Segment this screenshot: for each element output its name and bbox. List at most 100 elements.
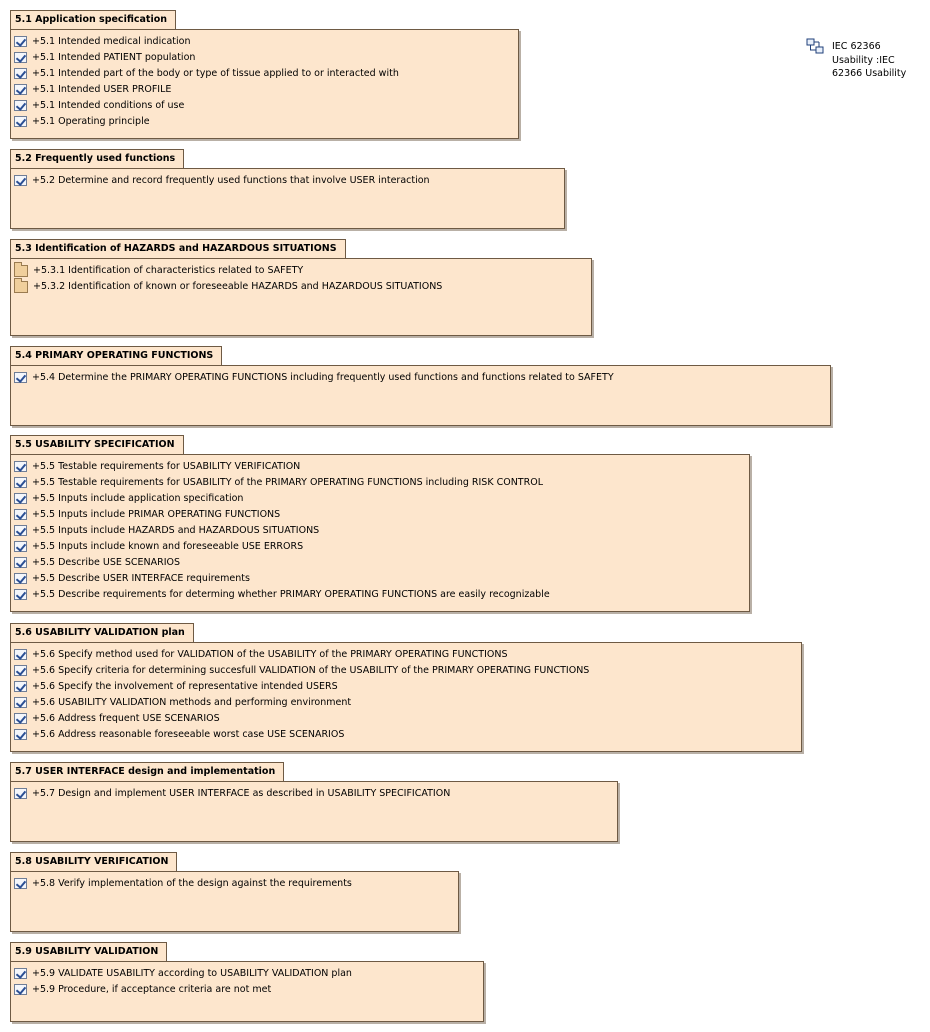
list-item[interactable]: +5.3.1 Identification of characteristics…: [11, 262, 591, 278]
reference-line: IEC 62366: [832, 41, 881, 52]
list-item[interactable]: +5.1 Intended part of the body or type o…: [11, 65, 518, 81]
item-label: +5.4 Determine the PRIMARY OPERATING FUN…: [32, 371, 614, 383]
package-title: 5.7 USER INTERFACE design and implementa…: [10, 762, 285, 781]
reference-label: IEC 62366 Usability :IEC 62366 Usability: [832, 40, 922, 81]
item-label: +5.1 Intended PATIENT population: [32, 51, 196, 63]
checkbox-icon: [14, 967, 27, 979]
list-item[interactable]: +5.1 Intended medical indication: [11, 33, 518, 49]
checkbox-icon: [14, 99, 27, 111]
checkbox-icon: [14, 556, 27, 568]
list-item[interactable]: +5.6 Address frequent USE SCENARIOS: [11, 710, 801, 726]
item-label: +5.5 Inputs include known and foreseeabl…: [32, 540, 304, 552]
list-item[interactable]: +5.6 Specify method used for VALIDATION …: [11, 646, 801, 662]
checkbox-icon: [14, 588, 27, 600]
checkbox-icon: [14, 680, 27, 692]
item-label: +5.6 Address reasonable foreseeable wors…: [32, 728, 345, 740]
item-label: +5.5 Inputs include application specific…: [32, 492, 244, 504]
checkbox-icon: [14, 524, 27, 536]
list-item[interactable]: +5.5 Inputs include HAZARDS and HAZARDOU…: [11, 522, 749, 538]
list-item[interactable]: +5.5 Inputs include known and foreseeabl…: [11, 538, 749, 554]
package-body: +5.1 Intended medical indication +5.1 In…: [10, 29, 519, 139]
list-item[interactable]: +5.1 Intended conditions of use: [11, 97, 518, 113]
package-link-icon: [806, 38, 824, 54]
checkbox-icon: [14, 877, 27, 889]
item-label: +5.2 Determine and record frequently use…: [32, 174, 430, 186]
list-item[interactable]: +5.5 Inputs include application specific…: [11, 490, 749, 506]
list-item[interactable]: +5.1 Operating principle: [11, 113, 518, 129]
list-item[interactable]: +5.7 Design and implement USER INTERFACE…: [11, 785, 617, 801]
checkbox-icon: [14, 728, 27, 740]
item-label: +5.1 Intended part of the body or type o…: [32, 67, 399, 79]
item-label: +5.3.1 Identification of characteristics…: [33, 264, 304, 276]
list-item[interactable]: +5.9 VALIDATE USABILITY according to USA…: [11, 965, 483, 981]
package-body: +5.5 Testable requirements for USABILITY…: [10, 454, 750, 612]
list-item[interactable]: +5.6 USABILITY VALIDATION methods and pe…: [11, 694, 801, 710]
package-title: 5.5 USABILITY SPECIFICATION: [10, 435, 184, 454]
list-item[interactable]: +5.9 Procedure, if acceptance criteria a…: [11, 981, 483, 997]
package-body: +5.2 Determine and record frequently use…: [10, 168, 565, 229]
checkbox-icon: [14, 460, 27, 472]
package-title: 5.9 USABILITY VALIDATION: [10, 942, 168, 961]
reference-line: 62366 Usability: [832, 68, 907, 79]
list-item[interactable]: +5.6 Specify criteria for determining su…: [11, 662, 801, 678]
package-title: 5.6 USABILITY VALIDATION plan: [10, 623, 194, 642]
checkbox-icon: [14, 51, 27, 63]
checkbox-icon: [14, 712, 27, 724]
package-body: +5.8 Verify implementation of the design…: [10, 871, 459, 932]
checkbox-icon: [14, 67, 27, 79]
item-label: +5.5 Inputs include PRIMAR OPERATING FUN…: [32, 508, 281, 520]
package-body: +5.6 Specify method used for VALIDATION …: [10, 642, 802, 752]
list-item[interactable]: +5.3.2 Identification of known or forese…: [11, 278, 591, 294]
checkbox-icon: [14, 476, 27, 488]
folder-icon: [14, 262, 28, 277]
list-item[interactable]: +5.5 Inputs include PRIMAR OPERATING FUN…: [11, 506, 749, 522]
checkbox-icon: [14, 371, 27, 383]
package-reference[interactable]: IEC 62366 Usability :IEC 62366 Usability: [806, 38, 922, 81]
list-item[interactable]: +5.6 Specify the involvement of represen…: [11, 678, 801, 694]
item-label: +5.6 Address frequent USE SCENARIOS: [32, 712, 220, 724]
package-title: 5.3 Identification of HAZARDS and HAZARD…: [10, 239, 346, 258]
item-label: +5.9 Procedure, if acceptance criteria a…: [32, 983, 272, 995]
item-label: +5.5 Testable requirements for USABILITY…: [32, 476, 543, 488]
checkbox-icon: [14, 174, 27, 186]
checkbox-icon: [14, 35, 27, 47]
list-item[interactable]: +5.5 Testable requirements for USABILITY…: [11, 474, 749, 490]
item-label: +5.5 Describe requirements for determing…: [32, 588, 550, 600]
package-body: +5.3.1 Identification of characteristics…: [10, 258, 592, 336]
item-label: +5.5 Describe USER INTERFACE requirement…: [32, 572, 250, 584]
item-label: +5.5 Inputs include HAZARDS and HAZARDOU…: [32, 524, 320, 536]
list-item[interactable]: +5.6 Address reasonable foreseeable wors…: [11, 726, 801, 742]
list-item[interactable]: +5.5 Describe requirements for determing…: [11, 586, 749, 602]
list-item[interactable]: +5.8 Verify implementation of the design…: [11, 875, 458, 891]
checkbox-icon: [14, 492, 27, 504]
package-title: 5.8 USABILITY VERIFICATION: [10, 852, 178, 871]
folder-icon: [14, 278, 28, 293]
package-body: +5.4 Determine the PRIMARY OPERATING FUN…: [10, 365, 831, 426]
checkbox-icon: [14, 83, 27, 95]
checkbox-icon: [14, 787, 27, 799]
item-label: +5.6 Specify the involvement of represen…: [32, 680, 338, 692]
item-label: +5.1 Intended conditions of use: [32, 99, 185, 111]
item-label: +5.6 USABILITY VALIDATION methods and pe…: [32, 696, 352, 708]
item-label: +5.3.2 Identification of known or forese…: [33, 280, 443, 292]
list-item[interactable]: +5.2 Determine and record frequently use…: [11, 172, 564, 188]
item-label: +5.5 Testable requirements for USABILITY…: [32, 460, 301, 472]
list-item[interactable]: +5.5 Testable requirements for USABILITY…: [11, 458, 749, 474]
list-item[interactable]: +5.1 Intended USER PROFILE: [11, 81, 518, 97]
item-label: +5.9 VALIDATE USABILITY according to USA…: [32, 967, 352, 979]
package-body: +5.9 VALIDATE USABILITY according to USA…: [10, 961, 484, 1022]
item-label: +5.1 Operating principle: [32, 115, 150, 127]
list-item[interactable]: +5.5 Describe USER INTERFACE requirement…: [11, 570, 749, 586]
checkbox-icon: [14, 540, 27, 552]
package-body: +5.7 Design and implement USER INTERFACE…: [10, 781, 618, 842]
list-item[interactable]: +5.1 Intended PATIENT population: [11, 49, 518, 65]
list-item[interactable]: +5.5 Describe USE SCENARIOS: [11, 554, 749, 570]
item-label: +5.8 Verify implementation of the design…: [32, 877, 352, 889]
reference-line: Usability :IEC: [832, 54, 895, 66]
item-label: +5.5 Describe USE SCENARIOS: [32, 556, 181, 568]
item-label: +5.7 Design and implement USER INTERFACE…: [32, 787, 451, 799]
checkbox-icon: [14, 648, 27, 660]
checkbox-icon: [14, 983, 27, 995]
package-title: 5.4 PRIMARY OPERATING FUNCTIONS: [10, 346, 223, 365]
list-item[interactable]: +5.4 Determine the PRIMARY OPERATING FUN…: [11, 369, 830, 385]
